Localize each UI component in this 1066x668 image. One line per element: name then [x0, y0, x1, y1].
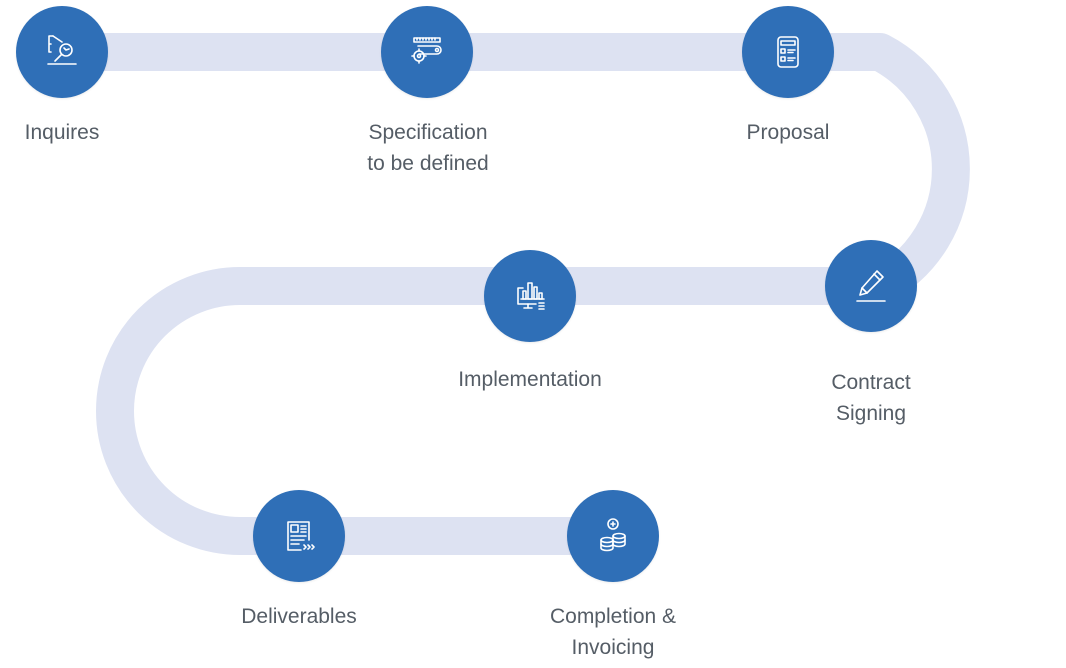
step-completion-label: Completion & Invoicing	[518, 601, 708, 663]
label-line: Specification	[368, 121, 488, 144]
step-implementation-node	[484, 250, 576, 342]
step-implementation-label: Implementation	[420, 364, 640, 395]
checklist-icon	[777, 36, 799, 68]
step-contract-label: Contract Signing	[806, 367, 936, 429]
label-line: Deliverables	[241, 605, 357, 628]
step-completion-node	[567, 490, 659, 582]
step-inquires-node	[16, 6, 108, 98]
step-contract-node	[825, 240, 917, 332]
coins-icon	[600, 518, 626, 552]
step-deliverables-node	[253, 490, 345, 582]
step-specification-node	[381, 6, 473, 98]
monitor-chart-icon	[517, 282, 545, 310]
label-line: Inquires	[24, 121, 100, 144]
label-line: Contract	[831, 371, 911, 394]
ruler-gear-icon	[411, 37, 442, 64]
label-line: Implementation	[458, 368, 602, 391]
document-icon	[287, 521, 315, 551]
analysis-icon	[47, 35, 77, 65]
pen-sign-icon	[856, 270, 886, 302]
label-line: Invoicing	[571, 636, 655, 659]
path-track	[62, 33, 970, 555]
step-specification-label: Specification to be defined	[330, 117, 526, 179]
step-proposal-label: Proposal	[728, 117, 848, 148]
label-line: Proposal	[746, 121, 830, 144]
label-line: to be defined	[367, 152, 489, 175]
label-line: Completion &	[549, 605, 677, 628]
label-line: Signing	[835, 402, 907, 425]
step-proposal-node	[742, 6, 834, 98]
step-inquires-label: Inquires	[6, 117, 118, 148]
step-deliverables-label: Deliverables	[219, 601, 379, 632]
